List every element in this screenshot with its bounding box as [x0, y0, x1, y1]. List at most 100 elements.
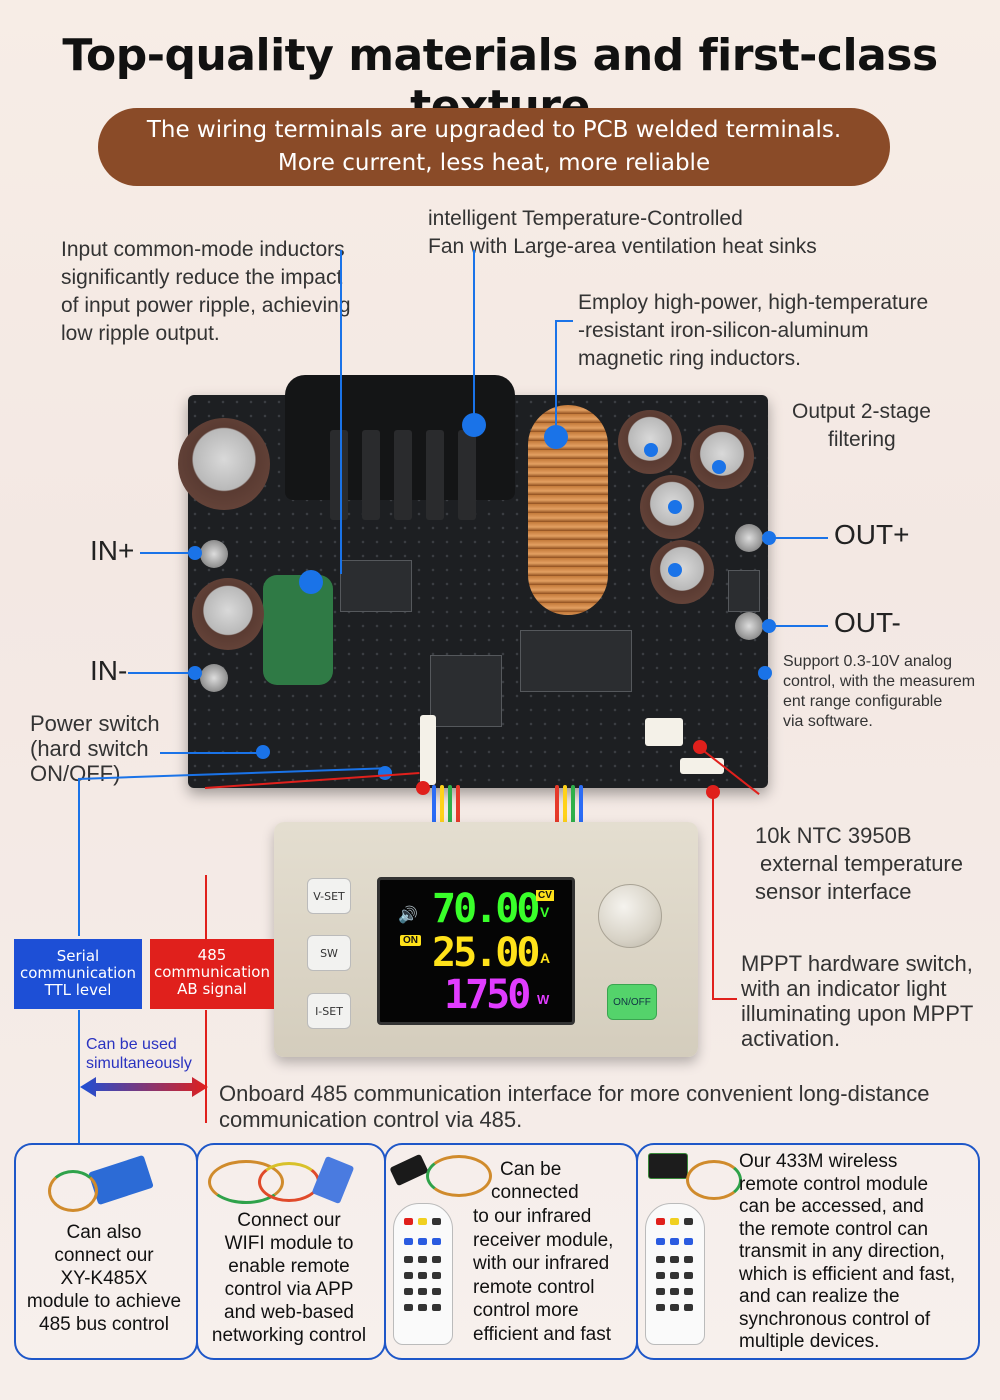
power-switch-line-2: (hard switch	[30, 736, 149, 761]
sw-button[interactable]: SW	[307, 935, 351, 971]
box3b-line-6: efficient and fast	[473, 1323, 612, 1345]
ttl-line-down	[78, 1010, 80, 1143]
ir-remote-control	[393, 1203, 453, 1345]
wireless-remote-control	[645, 1203, 705, 1345]
wireless-433m-module	[648, 1153, 688, 1179]
box4-line-6: which is efficient and fast,	[739, 1263, 956, 1285]
filter-marker	[712, 460, 726, 474]
current-readout: 25.00	[432, 930, 540, 976]
in-plus-marker	[188, 546, 202, 560]
vset-button[interactable]: V-SET	[307, 878, 351, 914]
leader-line	[340, 250, 342, 574]
out-minus-label: OUT-	[834, 607, 901, 638]
simul-line-1: Can be used	[86, 1036, 177, 1053]
box3a-line-1: Can be	[500, 1159, 562, 1180]
box1-line-5: 485 bus control	[39, 1314, 169, 1335]
ir-cable	[426, 1155, 492, 1197]
inductor-line-2: significantly reduce the impact	[61, 266, 343, 289]
box4-line-2: remote control module	[739, 1173, 929, 1195]
rs485-tag-line-1: 485	[197, 946, 227, 964]
analog-callout: Support 0.3-10V analog control, with the…	[783, 652, 975, 732]
banner-line-2: More current, less heat, more reliable	[277, 150, 711, 176]
filter-callout: Output 2-stage filtering	[792, 398, 952, 454]
out-minus-line	[770, 625, 828, 627]
inductor-line-1: Input common-mode inductors	[61, 238, 345, 261]
out-minus-marker	[762, 619, 776, 633]
in-plus-line	[140, 552, 195, 554]
mosfet-chip	[728, 570, 760, 612]
out-plus-label: OUT+	[834, 519, 910, 550]
rotary-encoder-knob[interactable]	[598, 884, 662, 948]
current-unit: A	[540, 950, 551, 966]
ntc-callout: 10k NTC 3950B external temperature senso…	[755, 822, 963, 906]
out-minus-terminal-screw	[735, 612, 763, 640]
out-plus-marker	[762, 531, 776, 545]
serial-tag-line-1: Serial	[56, 947, 100, 965]
box1-line-3: XY-K485X	[60, 1268, 148, 1289]
ring-callout: Employ high-power, high-temperature -res…	[578, 289, 928, 373]
heatsink-fin	[426, 430, 444, 520]
ring-marker	[544, 425, 568, 449]
rs485-marker	[416, 781, 430, 795]
filter-marker	[644, 443, 658, 457]
ttl-header	[420, 715, 436, 785]
box2-line-3: enable remote	[228, 1256, 350, 1277]
box3b-line-5: control more	[473, 1300, 579, 1321]
rs485-tag: 485 communication AB signal	[150, 939, 274, 1009]
module-cable	[48, 1170, 98, 1212]
power-switch-line	[160, 752, 260, 754]
analog-marker	[758, 666, 772, 680]
box4-line-9: multiple devices.	[739, 1331, 880, 1352]
box3b-line-3: with our infrared	[473, 1253, 610, 1274]
output-capacitor	[618, 410, 682, 474]
wifi-text: Connect our WIFI module to enable remote…	[198, 1209, 380, 1347]
box4-line-5: transmit in any direction,	[739, 1241, 945, 1262]
common-mode-inductor	[263, 575, 333, 685]
out-plus-line	[770, 537, 828, 539]
inductor-marker	[299, 570, 323, 594]
ring-line-1: Employ high-power, high-temperature	[578, 291, 929, 314]
inductor-line-3: of input power ripple, achieving	[61, 294, 351, 317]
in-minus-marker	[188, 666, 202, 680]
serial-ttl-tag: Serial communication TTL level	[14, 939, 142, 1009]
heatsink-fin	[330, 430, 348, 520]
mcu-chip	[430, 655, 502, 727]
voltage-unit: V	[540, 904, 550, 920]
ribbon-wire	[571, 785, 575, 833]
heatsink-fin	[394, 430, 412, 520]
rs485-line-down	[205, 1010, 207, 1123]
box4-line-7: and can realize the	[739, 1286, 900, 1307]
box4-line-1: Our 433M wireless	[739, 1151, 898, 1172]
power-readout: 1750	[444, 972, 531, 1018]
analog-line-4: via software.	[783, 713, 873, 730]
box3b-line-2: receiver module,	[473, 1229, 614, 1251]
banner: The wiring terminals are upgraded to PCB…	[98, 108, 890, 186]
onoff-button[interactable]: ON/OFF	[607, 984, 657, 1020]
box3b-line-4: remote control	[473, 1276, 595, 1298]
ring-line-3: magnetic ring inductors.	[578, 347, 801, 370]
ring-line-2: -resistant iron-silicon-aluminum	[578, 319, 869, 342]
input-capacitor	[178, 418, 270, 510]
wireless-cable	[686, 1160, 742, 1200]
box2-line-5: and web-based	[224, 1302, 354, 1323]
iset-button[interactable]: I-SET	[307, 993, 351, 1029]
ribbon-wire	[432, 785, 436, 833]
cv-badge: CV	[536, 890, 554, 901]
ribbon-wire	[579, 785, 583, 833]
magnetic-ring-inductor	[528, 405, 608, 615]
infrared-text-top: Can be connected	[491, 1158, 579, 1204]
input-capacitor	[192, 578, 264, 650]
fan-line-2: Fan with Large-area ventilation heat sin…	[428, 235, 817, 258]
mppt-line-1: MPPT hardware switch,	[741, 951, 973, 976]
rs485-tag-line-3: AB signal	[177, 980, 247, 998]
filter-line-2: filtering	[828, 428, 896, 451]
box2-line-4: control via APP	[224, 1279, 354, 1300]
mppt-line-2: with an indicator light	[741, 976, 947, 1001]
output-capacitor	[690, 425, 754, 489]
serial-tag-line-2: communication	[19, 964, 136, 982]
voltage-readout: 70.00	[432, 886, 540, 932]
mppt-switch	[680, 758, 724, 774]
on-badge: ON	[400, 935, 421, 946]
ribbon-wire	[440, 785, 444, 833]
leader-line	[473, 250, 475, 420]
